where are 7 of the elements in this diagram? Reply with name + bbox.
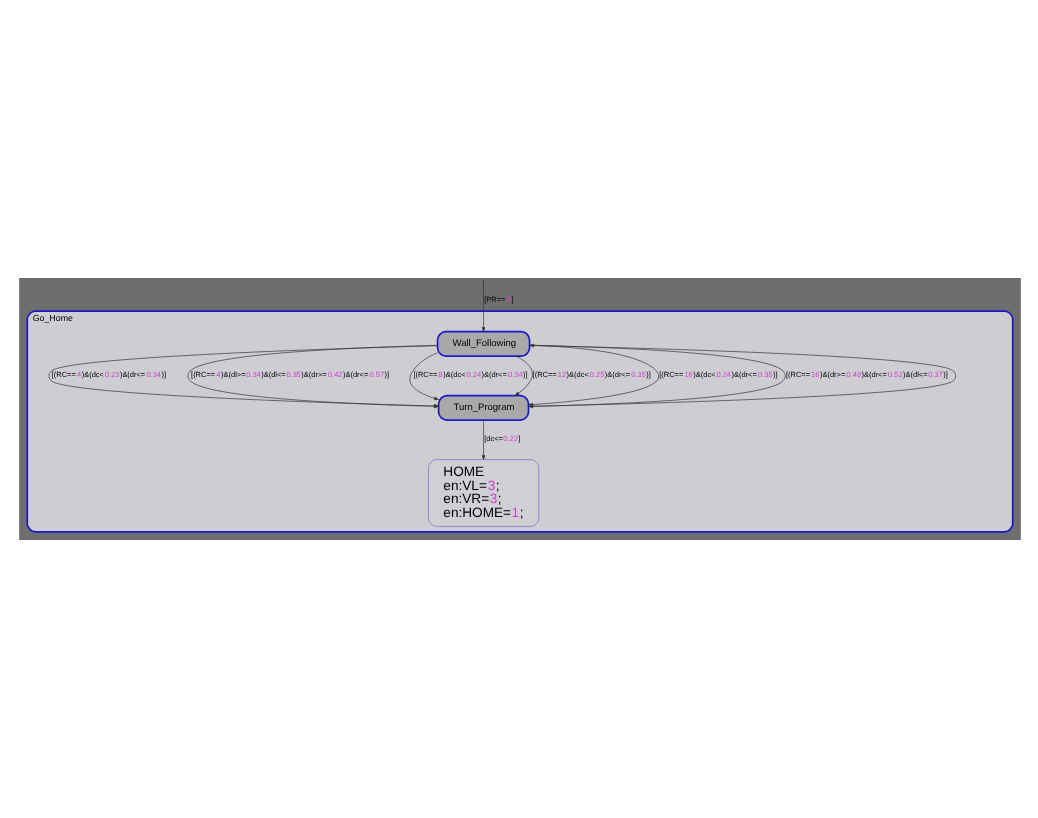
- arrow: [527, 344, 785, 409]
- arrow: [480, 280, 485, 332]
- arrow: [480, 419, 485, 460]
- arrow: [408, 352, 438, 400]
- arrow: [527, 343, 955, 407]
- arrow: [513, 355, 532, 396]
- arrow: [527, 344, 659, 407]
